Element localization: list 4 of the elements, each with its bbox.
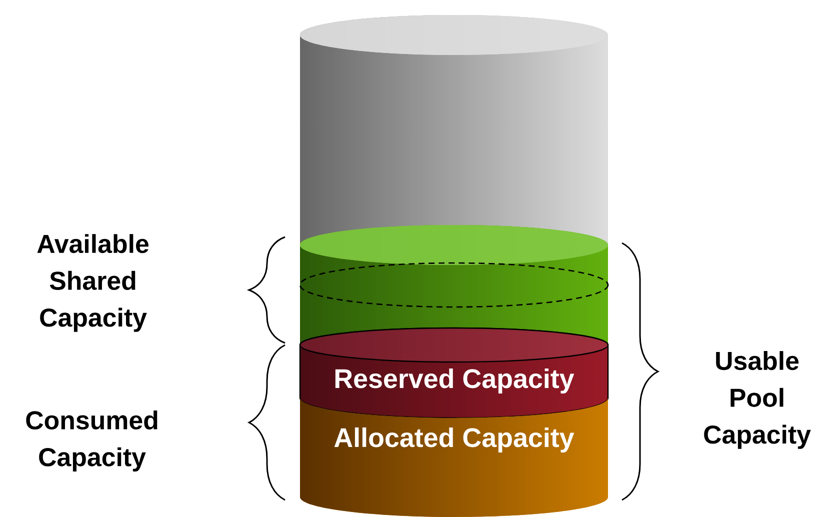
side-label: Usable Pool Capacity (704, 351, 811, 449)
cylinder-segment: Reserved Capacity (299, 327, 609, 419)
side-label: Consumed Capacity (26, 410, 158, 472)
side-label: Available Shared Capacity (37, 234, 148, 332)
